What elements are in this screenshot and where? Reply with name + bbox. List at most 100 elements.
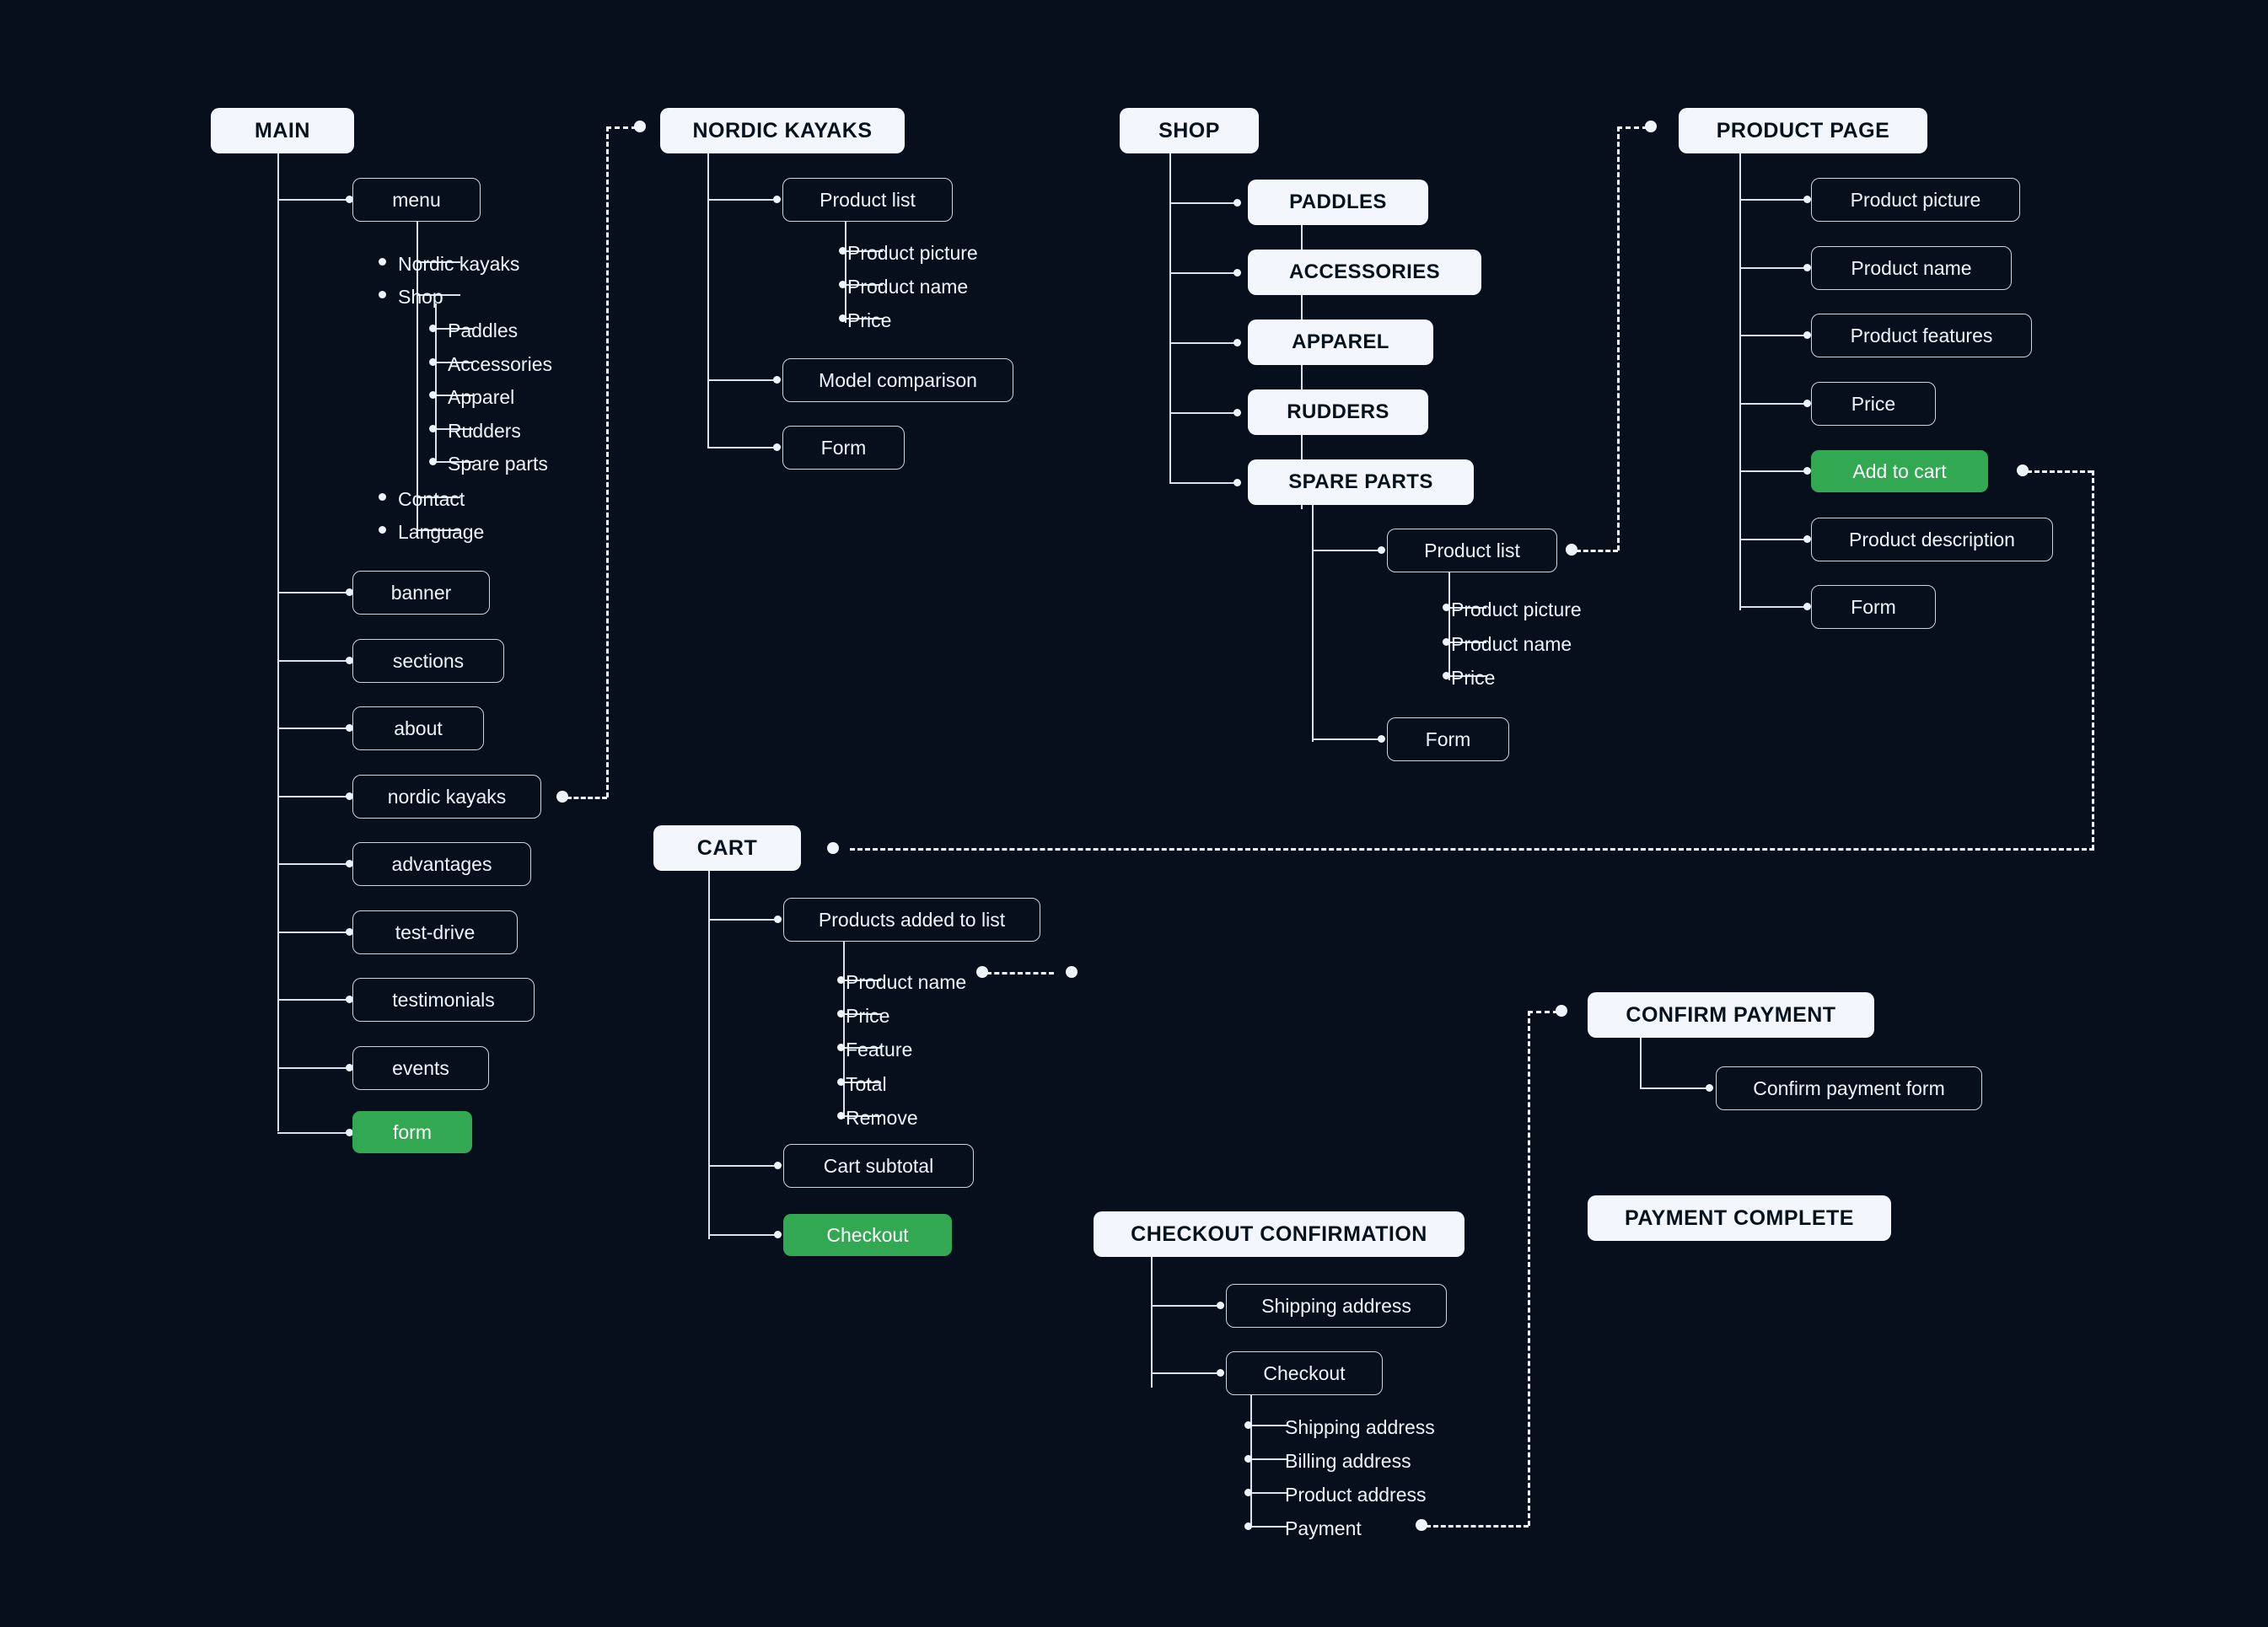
flow-link-dashed (1426, 1525, 1529, 1528)
connector (843, 1115, 881, 1117)
spare-parts-product-list-box[interactable]: Product list (1387, 529, 1557, 572)
section-header-shop[interactable]: SHOP (1120, 108, 1259, 153)
nordic-product-list-box[interactable]: Product list (782, 178, 953, 222)
connector (1739, 153, 1741, 610)
connector-dot (346, 1129, 353, 1136)
cart-checkout-button[interactable]: Checkout (783, 1214, 952, 1256)
shop-category-apparel[interactable]: APPAREL (1248, 319, 1433, 365)
connector-dot (1803, 603, 1811, 610)
connector (1250, 1458, 1288, 1460)
checkout-item-payment[interactable]: Payment (1285, 1517, 1362, 1539)
flow-link-dashed (606, 126, 637, 129)
checkout-item-product-address[interactable]: Product address (1285, 1484, 1427, 1506)
menu-item-nordic-kayaks[interactable]: Nordic kayaks (398, 253, 520, 275)
spare-parts-form-box[interactable]: Form (1387, 717, 1509, 761)
product-page-add-to-cart-button[interactable]: Add to cart (1811, 450, 1988, 492)
cart-item-remove[interactable]: Remove (846, 1107, 918, 1129)
section-header-checkout-confirmation[interactable]: CHECKOUT CONFIRMATION (1094, 1211, 1465, 1257)
product-page-block-picture[interactable]: Product picture (1811, 178, 2020, 222)
flow-link-dot (1066, 966, 1078, 978)
spare-parts-item-picture[interactable]: Product picture (1451, 599, 1582, 620)
menu-item-shop[interactable]: Shop (398, 286, 443, 308)
main-block-about[interactable]: about (352, 706, 484, 750)
main-block-nordic-kayaks[interactable]: nordic kayaks (352, 775, 541, 819)
connector (1169, 272, 1237, 274)
shop-category-rudders[interactable]: RUDDERS (1248, 389, 1428, 435)
connector-dot (1217, 1369, 1224, 1377)
section-header-nordic-kayaks[interactable]: NORDIC KAYAKS (660, 108, 905, 153)
cart-products-added-box[interactable]: Products added to list (783, 898, 1040, 942)
connector-dot (429, 391, 437, 399)
spare-parts-item-name[interactable]: Product name (1451, 633, 1572, 655)
connector-dot (837, 1112, 845, 1120)
main-block-test-drive[interactable]: test-drive (352, 910, 518, 954)
menu-item-contact[interactable]: Contact (398, 488, 465, 510)
main-block-testimonials[interactable]: testimonials (352, 978, 535, 1022)
connector (1250, 1526, 1288, 1528)
section-header-confirm-payment[interactable]: CONFIRM PAYMENT (1588, 992, 1874, 1038)
connector (435, 362, 473, 363)
nordic-product-list-item-price[interactable]: Price (847, 309, 892, 331)
product-page-block-price[interactable]: Price (1811, 382, 1936, 426)
flow-link-dot (634, 121, 646, 132)
menu-item-paddles[interactable]: Paddles (448, 319, 519, 341)
connector-dot (839, 314, 846, 322)
section-header-payment-complete[interactable]: PAYMENT COMPLETE (1588, 1195, 1891, 1241)
connector-dot (346, 996, 353, 1003)
connector-dot (773, 443, 781, 451)
connector-dot (774, 1162, 782, 1169)
section-header-main[interactable]: MAIN (211, 108, 354, 153)
connector-dot (379, 291, 386, 298)
flow-link-dot (1556, 1005, 1567, 1017)
connector-dot (837, 1044, 845, 1051)
product-page-form-box[interactable]: Form (1811, 585, 1936, 629)
main-block-events[interactable]: events (352, 1046, 489, 1090)
menu-item-language[interactable]: Language (398, 521, 485, 543)
cart-item-feature[interactable]: Feature (846, 1039, 913, 1061)
checkout-confirmation-shipping-address-box[interactable]: Shipping address (1226, 1284, 1447, 1328)
menu-item-rudders[interactable]: Rudders (448, 420, 521, 442)
connector (277, 592, 349, 593)
connector (277, 153, 279, 1131)
section-header-cart[interactable]: CART (653, 825, 801, 871)
flow-link-dashed (2027, 470, 2093, 473)
connector (1739, 199, 1807, 201)
main-block-advantages[interactable]: advantages (352, 842, 531, 886)
spare-parts-item-price[interactable]: Price (1451, 667, 1496, 689)
menu-item-spare-parts[interactable]: Spare parts (448, 453, 548, 475)
flow-link-dashed (1617, 126, 1620, 550)
section-header-product-page[interactable]: PRODUCT PAGE (1679, 108, 1927, 153)
connector (1448, 642, 1486, 643)
menu-item-apparel[interactable]: Apparel (448, 386, 515, 408)
shop-category-paddles[interactable]: PADDLES (1248, 180, 1428, 225)
checkout-item-billing-address[interactable]: Billing address (1285, 1450, 1411, 1472)
nordic-product-list-item-name[interactable]: Product name (847, 276, 969, 298)
connector-dot (346, 196, 353, 203)
product-page-block-name[interactable]: Product name (1811, 246, 2012, 290)
flow-link-dashed (606, 126, 609, 797)
shop-category-spare-parts[interactable]: SPARE PARTS (1248, 459, 1474, 505)
shop-category-accessories[interactable]: ACCESSORIES (1248, 250, 1481, 295)
main-block-form[interactable]: form (352, 1111, 472, 1153)
main-block-sections[interactable]: sections (352, 639, 504, 683)
product-page-block-features[interactable]: Product features (1811, 314, 2032, 357)
connector (1640, 1087, 1709, 1089)
cart-item-price[interactable]: Price (846, 1005, 890, 1027)
menu-item-accessories[interactable]: Accessories (448, 353, 552, 375)
confirm-payment-form-box[interactable]: Confirm payment form (1716, 1066, 1982, 1110)
connector (277, 1132, 349, 1134)
connector (1312, 505, 1314, 742)
cart-item-total[interactable]: Total (846, 1073, 887, 1095)
cart-item-product-name[interactable]: Product name (846, 971, 967, 993)
product-page-block-description[interactable]: Product description (1811, 518, 2053, 561)
cart-subtotal-box[interactable]: Cart subtotal (783, 1144, 974, 1188)
main-block-banner[interactable]: banner (352, 571, 490, 615)
connector (417, 261, 460, 263)
nordic-form-box[interactable]: Form (782, 426, 905, 470)
checkout-item-shipping-address[interactable]: Shipping address (1285, 1416, 1435, 1438)
nordic-product-list-item-picture[interactable]: Product picture (847, 242, 978, 264)
nordic-model-comparison-box[interactable]: Model comparison (782, 358, 1013, 402)
main-menu-box[interactable]: menu (352, 178, 481, 222)
checkout-confirmation-checkout-box[interactable]: Checkout (1226, 1351, 1383, 1395)
connector-dot (1233, 339, 1241, 346)
